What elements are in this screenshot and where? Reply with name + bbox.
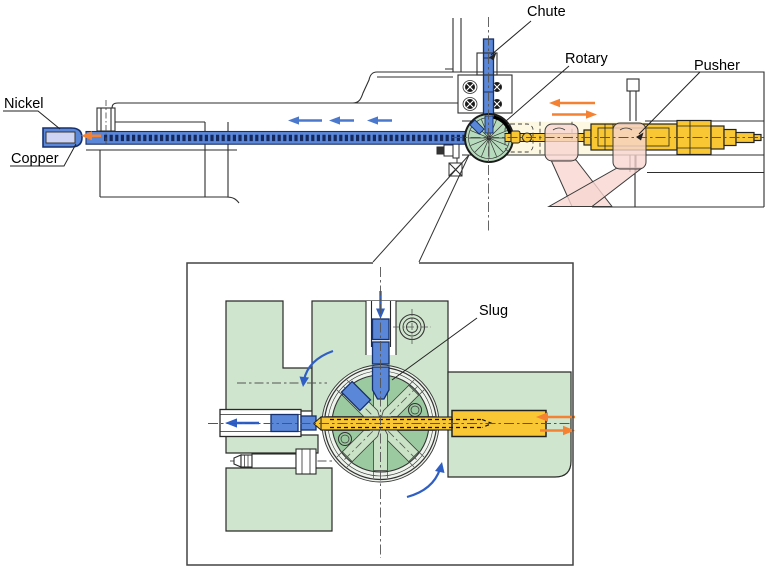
zoom-callout-lines (372, 154, 470, 263)
pusher-label: Pusher (694, 58, 740, 74)
machine-outline (86, 18, 765, 208)
centerlines (452, 17, 766, 231)
label-rotary: Rotary (505, 51, 608, 122)
inset-detail-view (186, 262, 575, 566)
pusher-stroke-arrows-icon (549, 98, 597, 119)
label-nickel: Nickel (3, 96, 61, 130)
chute-housing (476, 52, 498, 76)
labels: Chute Rotary Pusher Nickel Copper Slug (3, 4, 740, 381)
hex-bolt (233, 448, 317, 475)
inset-slugs (270, 318, 390, 433)
inset-centerlines (208, 267, 570, 558)
slug-in-nw-slot (340, 380, 372, 412)
slug-label: Slug (479, 303, 508, 319)
rotary-wheel (464, 113, 514, 163)
label-copper: Copper (10, 143, 77, 167)
left-fist (544, 123, 579, 162)
bolt-hole-icon (393, 309, 431, 346)
pusher-return-arrow-icon (540, 425, 575, 436)
slug-in-exit-tube (270, 413, 299, 433)
feed-tube (85, 130, 471, 145)
chute-bolt-icon (462, 80, 502, 111)
left-block-lower (225, 467, 333, 532)
eject-arrow-icon (81, 131, 101, 141)
inset-border (186, 262, 574, 566)
flow-arrows-left-icon (288, 116, 392, 125)
clamp-bracket (96, 100, 116, 145)
nickel-label: Nickel (4, 96, 43, 112)
top-view-machine (42, 17, 766, 263)
chute-label: Chute (527, 4, 566, 20)
rotation-arrows-icon (299, 349, 445, 499)
chute-assembly (457, 38, 513, 116)
copper-core (45, 131, 76, 144)
copper-label: Copper (11, 151, 59, 167)
label-pusher: Pusher (636, 58, 740, 141)
adjuster-screw (436, 142, 463, 177)
rotary-clamp-arc (493, 115, 512, 135)
capsule (42, 127, 83, 148)
operator-hands (544, 122, 647, 207)
label-chute: Chute (489, 4, 566, 61)
pusher-in-arrow-icon (536, 412, 575, 422)
exit-arrow-icon (225, 418, 259, 428)
rotary-label: Rotary (565, 51, 608, 67)
right-fist (612, 122, 647, 170)
label-slug: Slug (391, 303, 508, 381)
